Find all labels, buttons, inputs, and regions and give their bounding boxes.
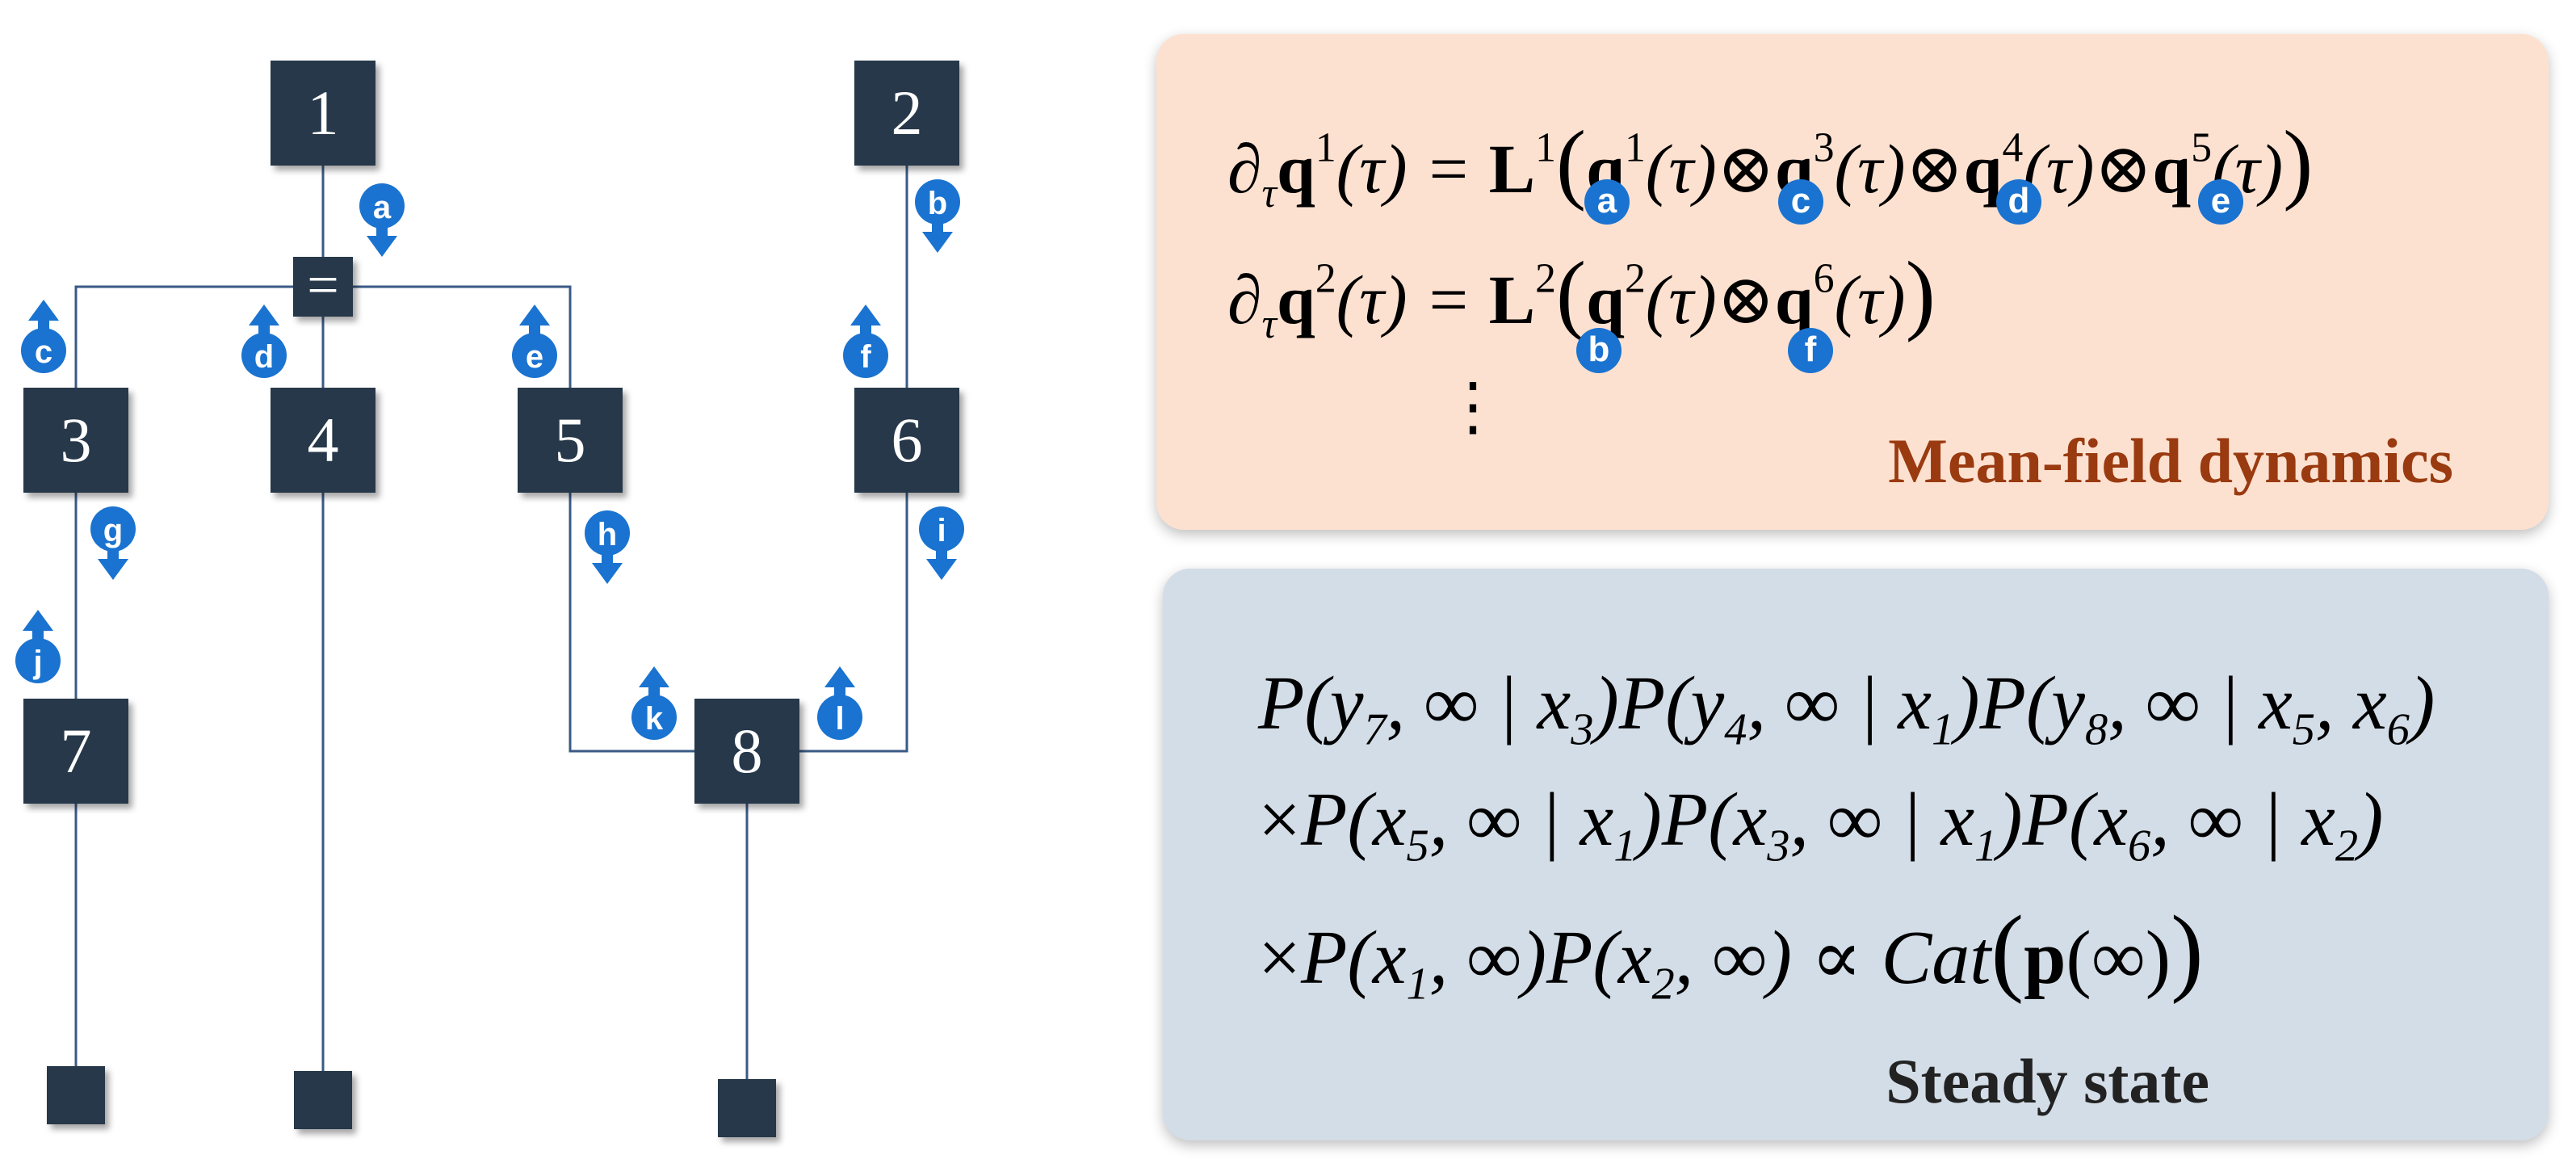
node-label-5: 5 [555, 405, 586, 475]
graph-edges [74, 166, 908, 1079]
message-label-g: g [103, 513, 123, 548]
eq-tag-e: e [2198, 179, 2243, 225]
mean-field-equation-1: ∂τq1(τ) = L1(q1(τ)⊗q3(τ)⊗q4(τ)⊗q5(τ)) [1227, 112, 2314, 217]
mean-field-panel: ∂τq1(τ) = L1(q1(τ)⊗q3(τ)⊗q4(τ)⊗q5(τ)) a … [1156, 34, 2549, 530]
node-2 [854, 61, 959, 166]
edge-equals-5 [353, 285, 572, 388]
message-badges: a b c d e f [15, 179, 964, 740]
steady-state-panel: P(y7, ∞ | x3)P(y4, ∞ | x1)P(y8, ∞ | x5, … [1163, 569, 2549, 1140]
leaf-node-8 [718, 1079, 776, 1137]
message-label-c: c [35, 334, 52, 370]
message-badge-h: h [585, 510, 630, 584]
message-badge-i: i [919, 506, 964, 580]
message-label-b: b [928, 186, 947, 221]
node-7 [23, 699, 128, 804]
node-label-7: 7 [61, 716, 92, 786]
equals-label: = [307, 254, 338, 317]
node-label-6: 6 [892, 405, 923, 475]
node-1 [271, 61, 375, 166]
eq-tag-f: f [1788, 328, 1833, 373]
vertical-ellipsis: ⋮ [1441, 372, 1505, 443]
message-badge-d: d [241, 304, 287, 378]
message-label-j: j [32, 645, 42, 680]
message-label-e: e [526, 339, 543, 375]
node-label-2: 2 [892, 78, 923, 148]
eq-tag-b: b [1576, 328, 1622, 373]
message-badge-k: k [631, 666, 677, 740]
leaf-node-7 [47, 1066, 105, 1124]
node-label-1: 1 [308, 78, 339, 148]
steady-state-line-2: ×P(x5, ∞ | x1)P(x3, ∞ | x1)P(x6, ∞ | x2) [1258, 778, 2384, 872]
message-badge-c: c [21, 300, 66, 373]
mean-field-equation-2: ∂τq2(τ) = L2(q2(τ)⊗q6(τ)) [1227, 243, 1936, 348]
mean-field-title: Mean-field dynamics [1888, 426, 2453, 496]
eq-tag-c: c [1778, 179, 1823, 225]
node-6 [854, 388, 959, 493]
steady-state-line-3: ×P(x1, ∞)P(x2, ∞) ∝ Cat(p(∞)) [1258, 896, 2204, 1010]
node-5 [518, 388, 623, 493]
message-label-a: a [373, 190, 392, 225]
message-label-i: i [937, 513, 946, 548]
eq-tag-a: a [1584, 179, 1630, 225]
message-badge-g: g [90, 506, 136, 580]
steady-state-line-1: P(y7, ∞ | x3)P(y4, ∞ | x1)P(y8, ∞ | x5, … [1258, 662, 2435, 755]
message-badge-b: b [915, 179, 960, 253]
message-label-f: f [860, 339, 871, 375]
graph-node-labels: 1 2 3 4 5 6 7 8 = [61, 78, 923, 786]
node-label-8: 8 [732, 716, 763, 786]
leaf-node-4 [294, 1071, 352, 1129]
message-label-h: h [598, 517, 617, 552]
message-badge-j: j [15, 610, 61, 683]
message-label-k: k [645, 701, 664, 737]
message-badge-f: f [843, 304, 888, 378]
eq-tag-d: d [1996, 179, 2041, 225]
node-8 [694, 699, 799, 804]
message-label-d: d [254, 339, 274, 375]
message-badge-l: l [817, 666, 862, 740]
edge-5-8 [568, 493, 694, 753]
factor-graph: 1 2 3 4 5 6 7 8 = a b c d [15, 61, 964, 1137]
node-label-4: 4 [308, 405, 339, 475]
node-3 [23, 388, 128, 493]
message-label-l: l [835, 701, 844, 737]
graph-nodes [23, 61, 959, 1137]
message-badge-e: e [512, 304, 557, 378]
edge-6-8 [799, 493, 908, 753]
edge-equals-3 [74, 285, 293, 388]
message-badge-a: a [359, 183, 405, 257]
node-4 [271, 388, 375, 493]
node-label-3: 3 [61, 405, 92, 475]
equals-factor [293, 257, 353, 317]
steady-state-title: Steady state [1886, 1046, 2209, 1116]
